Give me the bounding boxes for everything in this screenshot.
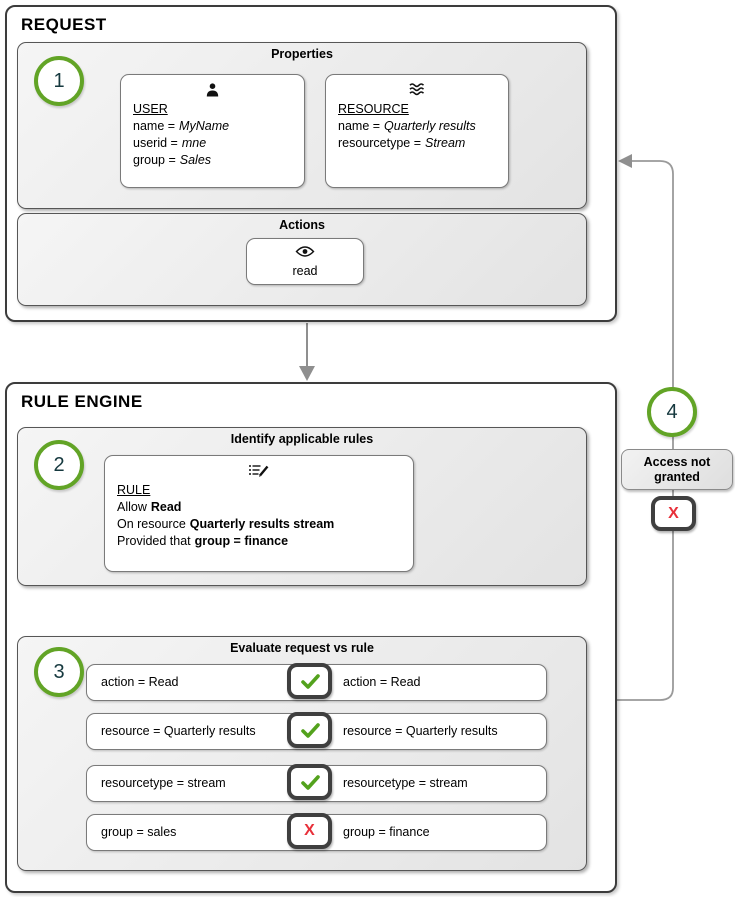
user-field-userid: userid =mne [133, 136, 207, 150]
resource-card-title: RESOURCE [338, 102, 409, 116]
access-not-granted-box: Access not granted [621, 449, 733, 490]
access-not-granted-label: Access not granted [643, 454, 711, 484]
user-card-title: USER [133, 102, 168, 116]
outcome-fail-badge: X [651, 496, 696, 531]
step-circle-3: 3 [34, 647, 84, 697]
resource-field-name: name =Quarterly results [338, 119, 476, 133]
step-circle-1: 1 [34, 56, 84, 106]
eye-icon [295, 245, 315, 261]
x-icon: X [304, 822, 315, 839]
evaluate-section: Evaluate request vs rule 3 action = Read… [17, 636, 587, 871]
read-action-label: read [292, 264, 318, 278]
check-badge [287, 764, 332, 800]
request-title: REQUEST [21, 15, 107, 34]
eval-row-group: group = sales X group = finance [86, 813, 547, 851]
check-icon [300, 673, 320, 689]
check-icon [300, 774, 320, 790]
resource-card: RESOURCE name =Quarterly results resourc… [325, 74, 509, 188]
step-circle-2: 2 [34, 440, 84, 490]
eval-row-resource: resource = Quarterly results resource = … [86, 712, 547, 750]
properties-header: Properties [271, 47, 333, 61]
stream-icon [326, 75, 508, 99]
rule-engine-box: RULE ENGINE Identify applicable rules 2 [5, 382, 617, 893]
arrow-request-to-rule-engine [299, 323, 315, 381]
eval-row-action: action = Read action = Read [86, 663, 547, 701]
person-icon [121, 75, 304, 99]
user-field-group: group =Sales [133, 153, 212, 167]
step-circle-4: 4 [647, 387, 697, 437]
x-icon: X [668, 504, 679, 522]
rule-engine-title: RULE ENGINE [21, 392, 143, 411]
user-card: USER name =MyName userid =mne group =Sal… [120, 74, 305, 188]
step-number: 4 [666, 400, 678, 423]
step-number: 2 [53, 453, 65, 476]
resource-field-type: resourcetype =Stream [338, 136, 466, 150]
actions-header: Actions [279, 218, 325, 232]
request-box: REQUEST Properties 1 USER name =MyName u… [5, 5, 617, 322]
check-badge [287, 712, 332, 748]
identify-section: Identify applicable rules 2 RULE [17, 427, 587, 586]
properties-section: Properties 1 USER name =MyName userid =m… [17, 42, 587, 209]
eval-row-resourcetype: resourcetype = stream resourcetype = str… [86, 764, 547, 802]
rule-card-title: RULE [117, 483, 151, 497]
check-badge [287, 663, 332, 699]
user-field-name: name =MyName [133, 119, 230, 133]
step-number: 3 [53, 660, 65, 683]
identify-header: Identify applicable rules [230, 432, 374, 446]
actions-section: Actions read [17, 213, 587, 306]
evaluate-header: Evaluate request vs rule [230, 641, 374, 655]
check-icon [300, 722, 320, 738]
read-action-card: read [246, 238, 364, 285]
fail-badge: X [287, 813, 332, 849]
step-number: 1 [53, 69, 65, 92]
rule-edit-icon [105, 456, 413, 480]
